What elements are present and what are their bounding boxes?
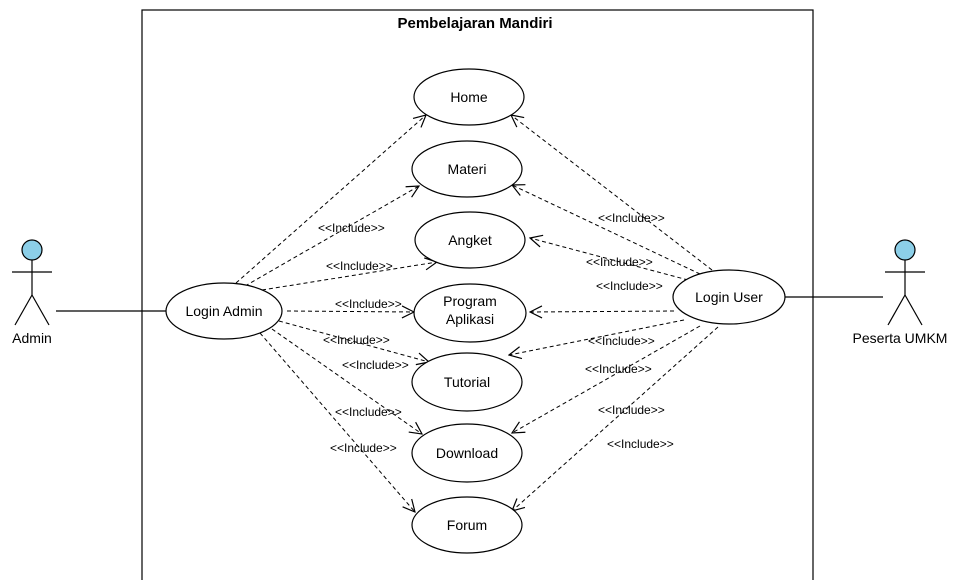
usecase-login-admin[interactable] — [165, 282, 283, 340]
include-user-angket — [530, 238, 689, 281]
usecase-angket-label: Angket — [448, 232, 492, 248]
usecase-program-aplikasi[interactable] — [413, 283, 527, 343]
actor-admin-label: Admin — [12, 330, 52, 346]
include-label-admin-tutorial: <<Include>> — [323, 333, 390, 347]
usecase-tutorial-label: Tutorial — [444, 374, 490, 390]
include-label-user-program: <<Include>> — [596, 279, 663, 293]
usecase-login-user-label: Login User — [695, 289, 763, 305]
include-admin-materi — [244, 186, 419, 287]
include-admin-forum — [259, 332, 415, 512]
include-label-admin-program: <<Include>> — [335, 297, 402, 311]
include-admin-download — [271, 328, 422, 434]
include-label-user-tutorial: <<Include>> — [588, 334, 655, 348]
include-label-admin-download: <<Include>> — [335, 405, 402, 419]
include-admin-tutorial — [278, 320, 429, 362]
actor-peserta-leg-right — [904, 294, 923, 326]
usecase-home[interactable] — [413, 68, 525, 126]
include-label-admin-materi: <<Include>> — [318, 221, 385, 235]
usecase-program-aplikasi-line1: Program — [443, 293, 497, 309]
include-user-program — [530, 311, 675, 312]
usecase-materi[interactable] — [411, 140, 523, 198]
usecase-forum-label: Forum — [447, 517, 487, 533]
include-label-user-angket: <<Include>> — [586, 255, 653, 269]
usecase-download-label: Download — [436, 445, 498, 461]
usecase-angket[interactable] — [414, 211, 526, 269]
include-label-admin-angket: <<Include>> — [326, 259, 393, 273]
actor-admin-head — [21, 239, 43, 261]
include-user-tutorial — [509, 319, 685, 355]
usecase-materi-label: Materi — [448, 161, 487, 177]
usecase-program-aplikasi-line2: Aplikasi — [446, 311, 494, 327]
actor-admin-leg-left — [14, 294, 33, 326]
include-admin-program — [286, 311, 414, 312]
include-label-user-tutorial-2: <<Include>> — [585, 362, 652, 376]
usecase-home-label: Home — [450, 89, 488, 105]
system-title: Pembelajaran Mandiri — [397, 15, 552, 32]
actor-peserta-umkm[interactable]: Peserta UMKM — [853, 239, 948, 346]
usecase-login-admin-label: Login Admin — [185, 303, 262, 319]
include-admin-angket — [261, 262, 437, 291]
usecase-download[interactable] — [411, 423, 523, 483]
actor-peserta-head — [894, 239, 916, 261]
include-label-user-materi: <<Include>> — [598, 211, 665, 225]
actor-peserta-label: Peserta UMKM — [853, 330, 948, 346]
usecase-forum[interactable] — [411, 496, 523, 554]
actor-admin-leg-right — [31, 294, 50, 326]
actor-admin[interactable]: Admin — [12, 239, 52, 346]
include-label-admin-tutorial-2: <<Include>> — [342, 358, 409, 372]
include-label-user-forum: <<Include>> — [607, 437, 674, 451]
actor-peserta-leg-left — [887, 294, 906, 326]
usecase-tutorial[interactable] — [411, 352, 523, 412]
include-admin-home — [235, 115, 426, 284]
include-label-user-download: <<Include>> — [598, 403, 665, 417]
include-user-home — [511, 115, 713, 271]
include-label-admin-forum: <<Include>> — [330, 441, 397, 455]
include-user-download — [512, 325, 701, 433]
usecase-login-user[interactable] — [672, 269, 786, 325]
